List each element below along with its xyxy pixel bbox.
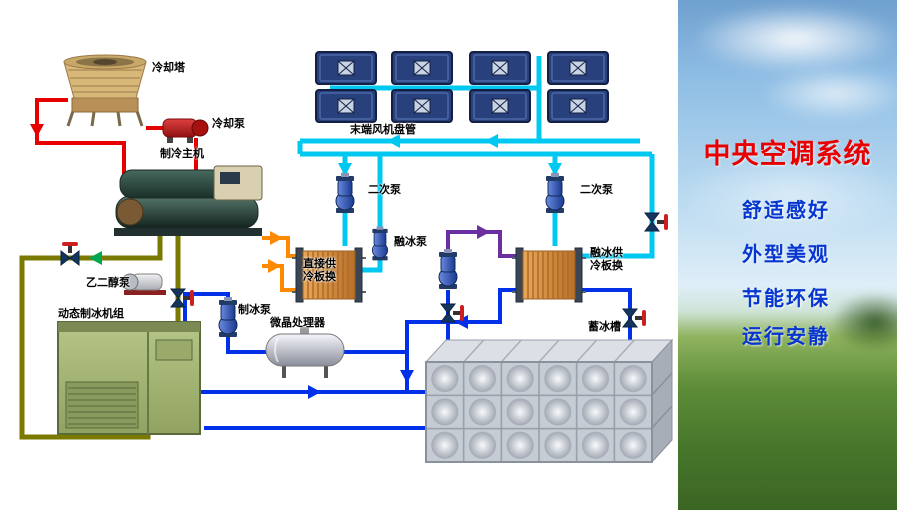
secondary-pump-2 [545, 172, 565, 214]
melt-pump-2 [438, 248, 458, 290]
flow-arrow-left [485, 134, 498, 148]
fan-coil-unit [547, 51, 609, 85]
fan-coil-unit [469, 51, 531, 85]
valve [622, 308, 647, 328]
pipe-chilled-water [297, 56, 655, 273]
plate-heat-exchanger-melt [511, 247, 587, 303]
valve [440, 303, 465, 323]
fan-coil-unit [469, 89, 531, 123]
cloud [690, 4, 897, 74]
label-chiller: 制冷主机 [160, 148, 204, 160]
label-ice-machine: 动态制冰机组 [58, 308, 124, 320]
fan-coil-unit [547, 89, 609, 123]
ice-pump [218, 296, 238, 338]
label-direct-hx: 直接供 冷板换 [303, 258, 336, 283]
label-ice-pump: 制冰泵 [238, 304, 271, 316]
ice-storage-tank [424, 338, 674, 464]
label-secondary-pump-2: 二次泵 [580, 184, 613, 196]
system-title: 中央空调系统 [703, 139, 872, 169]
flow-arrow-down [30, 124, 44, 137]
feature-item-appearance: 外型美观 [742, 244, 830, 266]
fan-coil-unit [315, 89, 377, 123]
label-fan-coils: 末端风机盘管 [350, 124, 416, 136]
valve [644, 212, 669, 232]
flow-arrow-right [268, 259, 281, 273]
label-glycol-pump: 乙二醇泵 [86, 277, 130, 289]
title-panel: 中央空调系统 舒适感好 外型美观 节能环保 运行安静 [678, 0, 897, 510]
tree-silhouette [830, 292, 897, 352]
valve [170, 288, 195, 308]
secondary-pump-1 [335, 172, 355, 214]
chiller-unit [114, 165, 263, 236]
fan-coil-unit [391, 89, 453, 123]
glycol-pump-body [121, 273, 166, 295]
cloud [760, 66, 897, 121]
flow-arrow-right [308, 385, 321, 399]
pipe-glycol [19, 236, 181, 440]
flow-arrow-down [400, 370, 414, 383]
pipe-melt-supply [446, 230, 516, 258]
ice-machine-body [57, 321, 201, 435]
valve [60, 241, 80, 266]
fan-coil-unit [391, 51, 453, 85]
diagram-panel: 冷却塔 冷却泵 制冷主机 末端风机盘管 二次泵 二次泵 融冰泵 直接供 冷板换 … [0, 0, 678, 510]
flow-arrow-left [89, 251, 102, 265]
processor-tank [265, 327, 345, 378]
label-cooling-pump: 冷却泵 [212, 118, 245, 130]
fan-coil-unit [315, 51, 377, 85]
flow-arrow-right [477, 225, 490, 239]
pipe-direct-supply [262, 236, 298, 292]
label-secondary-pump-1: 二次泵 [368, 184, 401, 196]
label-ice-tank: 蓄冰槽 [588, 321, 621, 333]
feature-item-comfort: 舒适感好 [742, 200, 830, 222]
melt-pump-1 [371, 225, 389, 261]
label-processor: 微晶处理器 [270, 317, 325, 329]
cooling-tower [63, 54, 147, 127]
label-melt-hx: 融冰供 冷板换 [590, 247, 623, 272]
cooling-pump-body [162, 118, 209, 143]
label-cooling-tower: 冷却塔 [152, 62, 185, 74]
cloud [676, 150, 897, 240]
hvac-diagram [19, 51, 674, 464]
flow-arrow-right [270, 231, 283, 245]
feature-item-quiet: 运行安静 [742, 326, 830, 348]
feature-item-energy: 节能环保 [742, 288, 830, 310]
label-melt-pump: 融冰泵 [394, 236, 427, 248]
